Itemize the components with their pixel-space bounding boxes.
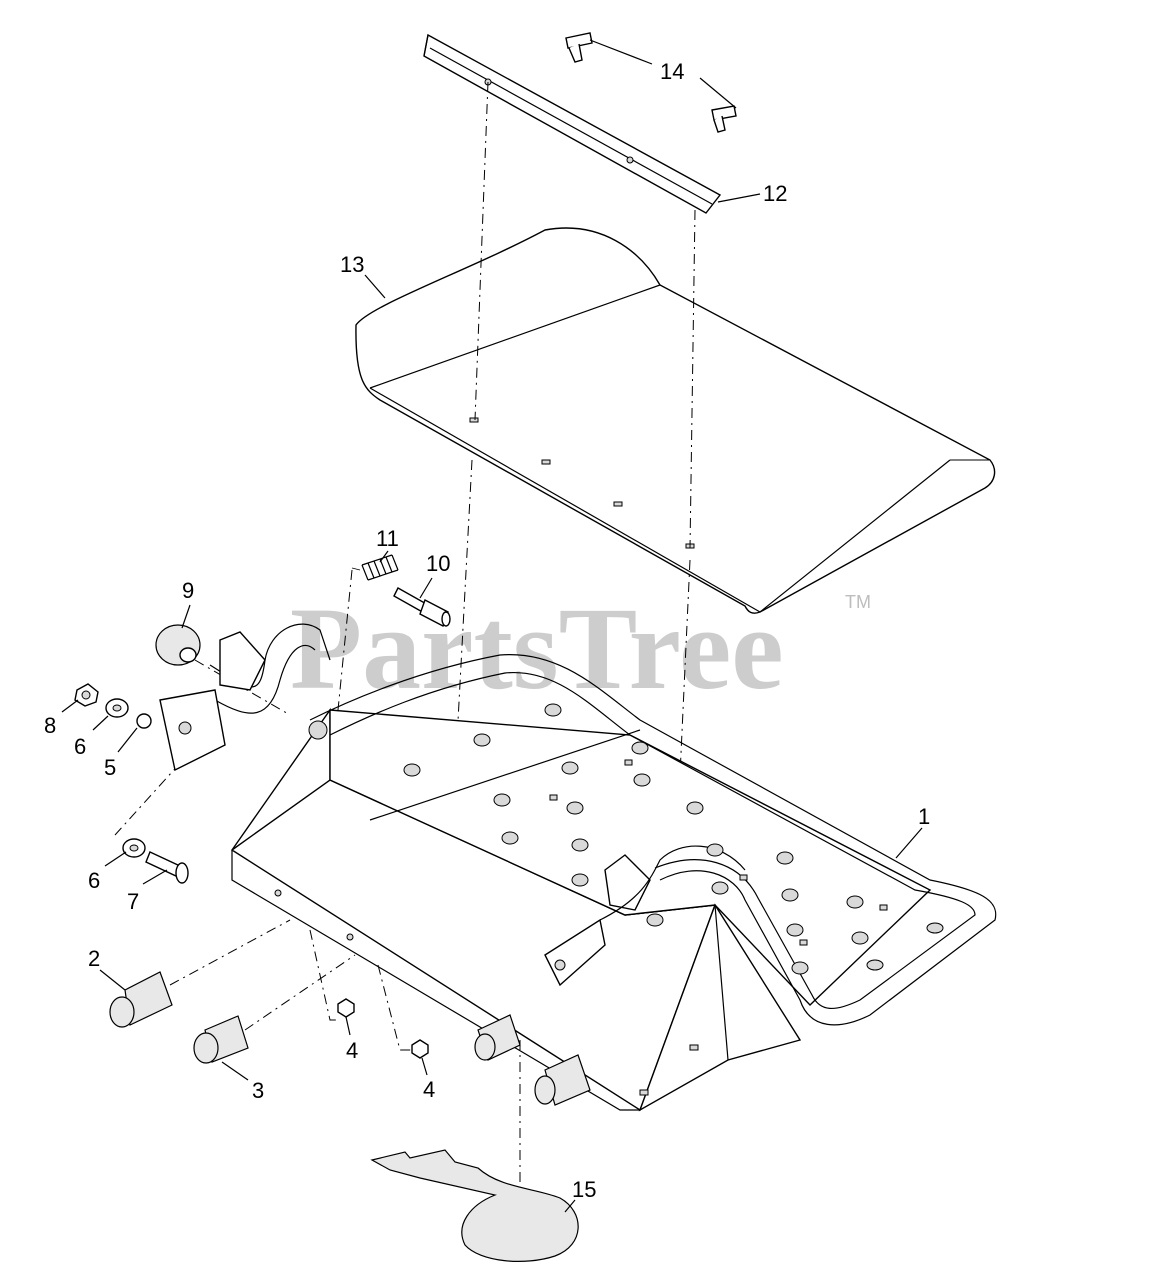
- callout-9: 9: [182, 578, 194, 603]
- callout-5: 5: [104, 755, 116, 780]
- callout-10: 10: [426, 551, 450, 576]
- part-12-bracket: [423, 33, 722, 214]
- part-1-foot-platform: [159, 623, 997, 1112]
- callout-13: 13: [340, 252, 364, 277]
- hardware-8-6-5: [74, 683, 152, 729]
- watermark-text: PartsTree: [290, 583, 784, 714]
- mounted-bumpers: [474, 1014, 591, 1106]
- hardware-6-7: [122, 838, 189, 884]
- leader-lines: [61, 39, 923, 1213]
- callout-2: 2: [88, 946, 100, 971]
- part-11-spring: [351, 554, 399, 581]
- part-10-pin: [393, 587, 451, 627]
- part-15-decal: [370, 1149, 579, 1262]
- callout-7: 7: [127, 889, 139, 914]
- part-4-nuts: [337, 998, 429, 1059]
- part-13-floor-mat: [355, 227, 996, 614]
- watermark: PartsTree TM: [290, 583, 871, 714]
- callout-3: 3: [252, 1078, 264, 1103]
- part-3-bumper: [193, 1015, 249, 1064]
- callout-12: 12: [763, 181, 787, 206]
- callout-1: 1: [918, 804, 930, 829]
- part-2-bumper: [109, 971, 173, 1028]
- callout-14: 14: [660, 59, 684, 84]
- callout-15: 15: [572, 1177, 596, 1202]
- watermark-trademark: TM: [845, 592, 871, 612]
- callout-4-right: 4: [423, 1077, 435, 1102]
- part-14-bolts: [565, 32, 737, 133]
- callout-11: 11: [376, 526, 399, 551]
- platform-holes: [403, 703, 944, 975]
- callout-labels: 14 12 13 11 10 9 8 6 5 1 6 7 2 3 4 4 15: [44, 59, 930, 1202]
- callout-6-top: 6: [74, 734, 86, 759]
- callout-6-bottom: 6: [88, 868, 100, 893]
- callout-4-left: 4: [346, 1038, 358, 1063]
- callout-8: 8: [44, 713, 56, 738]
- part-9-cap: [155, 624, 201, 666]
